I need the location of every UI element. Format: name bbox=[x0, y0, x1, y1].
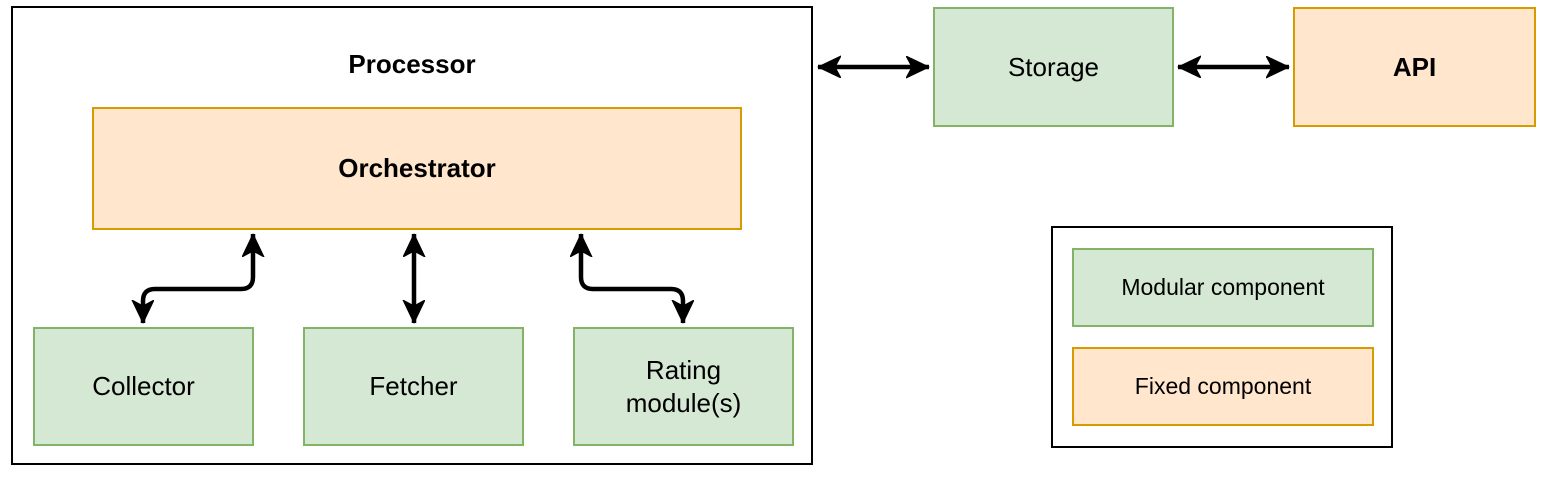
api-label: API bbox=[1392, 51, 1437, 82]
storage-label: Storage bbox=[1007, 51, 1100, 82]
rating-modules-box: Rating module(s) bbox=[573, 327, 794, 446]
legend-modular-label: Modular component bbox=[1121, 274, 1325, 301]
api-box: API bbox=[1293, 7, 1536, 127]
rating-label-line2: module(s) bbox=[625, 387, 742, 418]
storage-box: Storage bbox=[933, 7, 1174, 127]
collector-box: Collector bbox=[33, 327, 254, 446]
orchestrator-box: Orchestrator bbox=[92, 107, 742, 230]
orchestrator-label: Orchestrator bbox=[338, 153, 496, 184]
legend-fixed-label: Fixed component bbox=[1134, 373, 1312, 400]
legend-modular-component: Modular component bbox=[1072, 248, 1374, 327]
fetcher-label: Fetcher bbox=[369, 371, 458, 402]
fetcher-box: Fetcher bbox=[303, 327, 524, 446]
rating-modules-label: Rating module(s) bbox=[626, 354, 742, 419]
rating-label-line1: Rating bbox=[645, 355, 722, 385]
processor-label: Processor bbox=[348, 49, 476, 79]
collector-label: Collector bbox=[92, 371, 195, 402]
legend-fixed-component: Fixed component bbox=[1072, 347, 1374, 426]
